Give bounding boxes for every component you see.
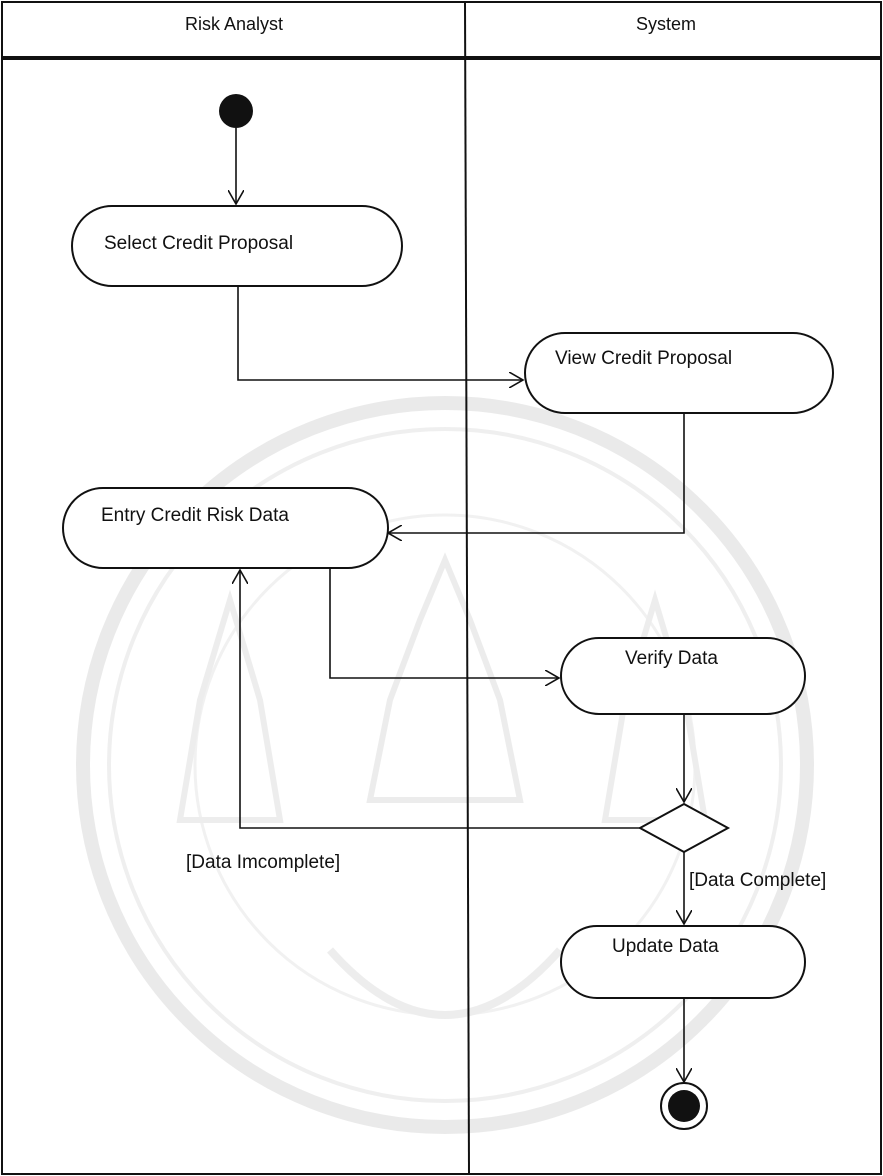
label-update-data: Update Data [612, 936, 719, 957]
lane-title-system: System [636, 14, 697, 34]
guard-data-incomplete: [Data Imcomplete] [186, 852, 341, 873]
initial-node [219, 94, 253, 128]
label-select-credit-proposal: Select Credit Proposal [104, 233, 294, 254]
label-view-credit-proposal: View Credit Proposal [555, 348, 733, 369]
activity-update-data [560, 925, 806, 999]
decision-node [637, 802, 731, 854]
activity-view-credit-proposal [524, 332, 834, 414]
flow-decision-incomplete [240, 570, 640, 829]
guard-data-complete: [Data Complete] [689, 870, 827, 891]
watermark-seal [76, 396, 814, 1134]
final-node-core [668, 1090, 700, 1122]
flow-view-to-entry [388, 413, 685, 533]
lane-title-risk-analyst: Risk Analyst [185, 14, 284, 34]
label-entry-credit-risk-data: Entry Credit Risk Data [101, 505, 289, 526]
activity-select-credit-proposal [71, 205, 403, 287]
activity-entry-credit-risk-data [62, 487, 389, 569]
label-verify-data: Verify Data [625, 648, 718, 669]
flow-select-to-view [237, 286, 523, 380]
lane-divider [464, 1, 470, 1175]
activity-verify-data [560, 637, 806, 715]
flow-entry-to-verify [329, 568, 559, 678]
